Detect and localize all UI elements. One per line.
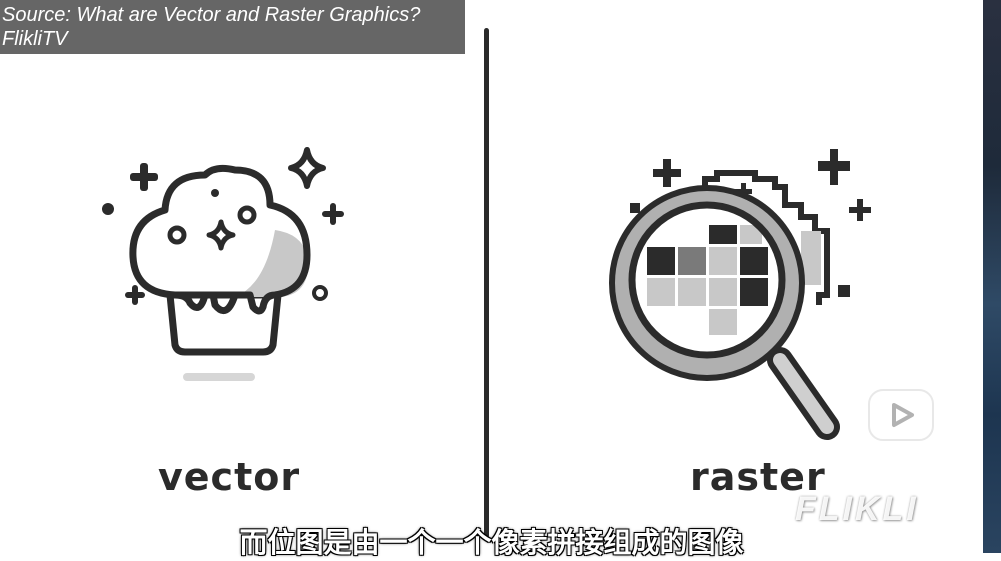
- pixel-star-icon: [818, 149, 850, 185]
- vector-cupcake-illustration: [102, 147, 344, 381]
- pixel-grid: [647, 216, 768, 335]
- raster-label: raster: [690, 455, 826, 499]
- lens-border: [628, 201, 786, 359]
- pixel-sparkle-icon: [735, 183, 752, 199]
- play-button-icon: [868, 377, 934, 441]
- pixel-frosting-outline: [702, 170, 830, 305]
- watermark-logo: FLIKLI: [795, 490, 919, 528]
- sprinkle-ring-icon: [237, 205, 257, 225]
- source-channel: FlikliTV: [2, 28, 68, 50]
- pixel-dot-icon: [630, 203, 640, 213]
- pixel-dot-icon: [838, 285, 850, 297]
- pixel-sparkle-icon: [653, 159, 681, 187]
- source-caption: Source: What are Vector and Raster Graph…: [0, 0, 465, 54]
- source-title: Source: What are Vector and Raster Graph…: [2, 4, 421, 26]
- sprinkle-dot-icon: [211, 189, 219, 197]
- raster-magnifier-illustration: [609, 149, 871, 440]
- star-sparkle-icon: [288, 147, 326, 189]
- shadow-bar: [183, 373, 255, 381]
- ring-icon: [312, 285, 328, 301]
- subtitle-text: 而位图是由一个一个像素拼接组成的图像: [239, 527, 744, 558]
- sprinkle-ring-icon: [167, 225, 187, 245]
- sparkle-plus-icon: [322, 203, 344, 225]
- star-sparkle-icon: [206, 219, 236, 251]
- dot-icon: [102, 203, 114, 215]
- magnifier-handle-fill: [773, 353, 834, 434]
- pixel-frosting-shade: [801, 231, 821, 285]
- background-strip: [983, 0, 1001, 553]
- sparkle-plus-icon: [125, 285, 145, 305]
- sparkle-plus-icon: [130, 163, 158, 191]
- pixel-sparkle-icon: [849, 199, 871, 221]
- vector-label: vector: [158, 455, 301, 499]
- center-divider: [484, 28, 489, 538]
- cupcake-frosting: [129, 164, 311, 315]
- frosting-shade: [235, 230, 309, 297]
